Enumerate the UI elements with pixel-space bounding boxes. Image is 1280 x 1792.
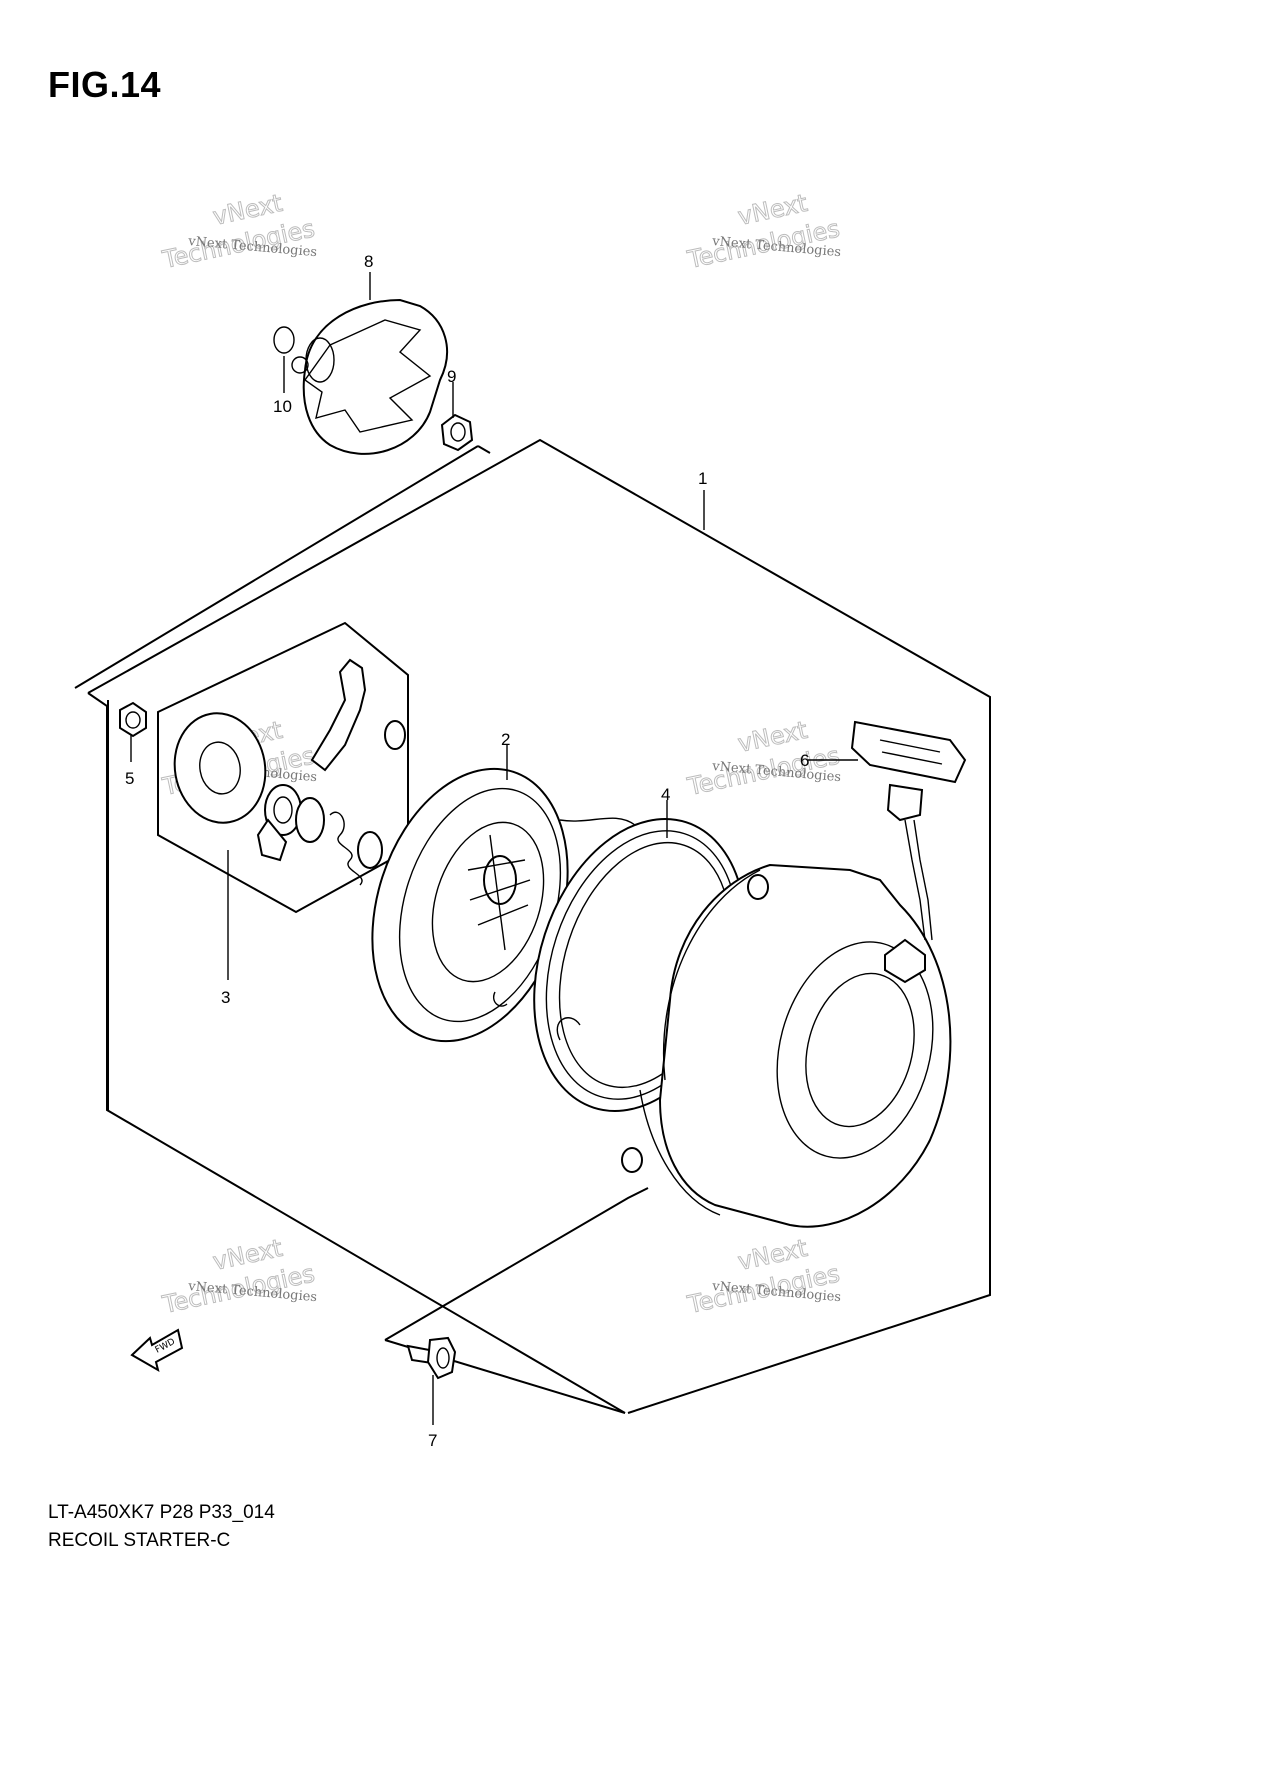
caption-name: RECOIL STARTER-C [48, 1530, 231, 1551]
callout-7: 7 [428, 1431, 437, 1450]
caption-model: LT-A450XK7 P28 P33_014 [48, 1502, 275, 1523]
assembly-outline [74, 438, 991, 1414]
leader-lines [130, 272, 858, 1425]
callout-3: 3 [221, 988, 230, 1007]
callout-6: 6 [800, 751, 809, 770]
callout-4: 4 [661, 785, 670, 804]
part-3-ratchet-set [173, 658, 406, 886]
part-8-drive-hub [291, 298, 449, 455]
part-10-o-ring [273, 326, 295, 354]
watermark-bottom-left: vNext Technologies vNext Technologies [159, 1233, 318, 1319]
callout-1: 1 [698, 469, 707, 488]
callout-10: 10 [273, 397, 292, 416]
watermark-top-right: vNext Technologies vNext Technologies [684, 188, 843, 274]
part-6-handle [850, 720, 967, 941]
figure-title: FIG.14 [48, 64, 162, 105]
part-2-reel [371, 767, 636, 1043]
watermark-bottom-right: vNext Technologies vNext Technologies [684, 1233, 843, 1319]
callout-9: 9 [447, 367, 456, 386]
watermark-mid-right: vNext Technologies vNext Technologies [684, 715, 843, 801]
part-7-bolt [406, 1336, 457, 1380]
callout-8: 8 [364, 252, 373, 271]
part-5-bolt [119, 701, 147, 738]
part-9-nut [440, 413, 474, 452]
callout-2: 2 [501, 730, 510, 749]
callout-5: 5 [125, 769, 134, 788]
watermark-top-left: vNext Technologies vNext Technologies [159, 188, 318, 274]
starter-case [621, 863, 952, 1228]
fwd-arrow: FWD [130, 1328, 184, 1373]
